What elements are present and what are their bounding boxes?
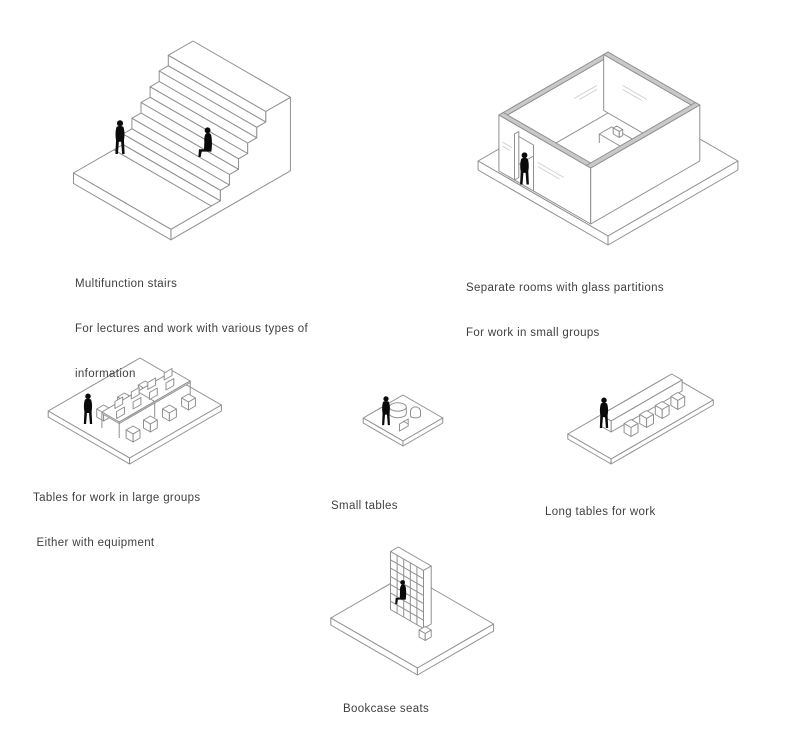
caption-large-tables: Tables for work in large groups Either w… [33,461,200,566]
caption-line: Multifunction stairs [75,278,178,290]
large-tables-illustration [30,350,250,468]
stairs-illustration [58,16,303,246]
caption-line: Bookcase seats [343,703,430,715]
long-tables-illustration [540,363,745,471]
caption-line: Tables for work in large groups [33,492,201,504]
caption-bookcase-seats: Bookcase seats [343,672,429,732]
standing-person-figure [382,396,390,426]
sitting-person-figure [395,580,407,605]
standing-person-figure [599,397,609,429]
small-tables-illustration [340,378,480,460]
caption-line: information [75,368,136,380]
caption-line: Separate rooms with glass partitions [466,282,664,294]
caption-line: Long tables for work [545,506,656,518]
caption-long-tables: Long tables for work [545,475,656,535]
standing-person-figure [520,152,529,185]
sitting-person-figure [198,127,212,158]
caption-small-tables: Small tables [331,469,398,529]
caption-glass-rooms: Separate rooms with glass partitions For… [466,251,664,356]
standing-person-figure [115,120,125,154]
caption-line: Either with equipment [33,537,155,549]
standing-person-figure [83,393,93,425]
bookcase-seats-illustration [295,540,525,682]
caption-line: Small tables [331,500,398,512]
caption-line: For work in small groups [466,327,600,339]
glass-room-illustration [455,28,755,248]
caption-stairs: Multifunction stairs For lectures and wo… [75,247,308,397]
caption-line: For lectures and work with various types… [75,323,308,335]
